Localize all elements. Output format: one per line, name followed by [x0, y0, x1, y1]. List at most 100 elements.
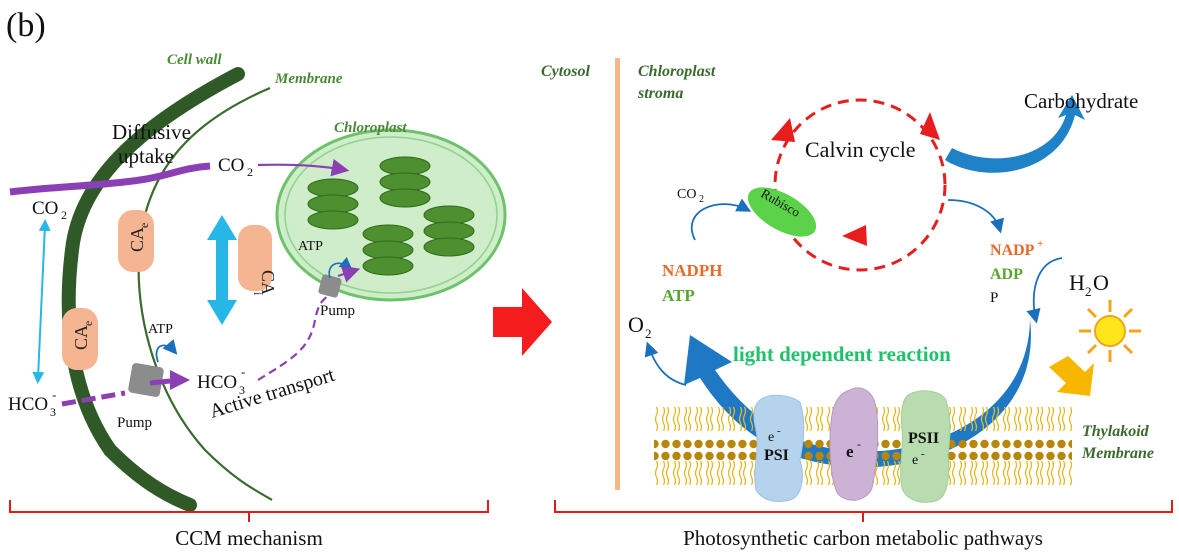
svg-text:-: -: [857, 437, 861, 451]
light-input-arrow: [1049, 356, 1094, 396]
ca-e-lower: CA e: [62, 308, 98, 370]
svg-text:e: e: [846, 442, 854, 461]
svg-text:O: O: [1093, 270, 1109, 295]
psii-complex: [900, 390, 951, 503]
adp-label: ADP: [990, 266, 1023, 283]
active-transport-path: [257, 295, 329, 381]
ccm-bracket: [9, 500, 489, 522]
hco3-pump-path: [149, 378, 171, 386]
psii-electron-label: e -: [912, 448, 925, 468]
svg-text:H: H: [1069, 270, 1085, 295]
psi-complex: [753, 394, 805, 503]
co2-outer-label: CO 2: [32, 198, 67, 222]
co2-hco3-equilibrium-arrow: [32, 219, 51, 384]
svg-text:3: 3: [239, 383, 245, 397]
co2-to-chloroplast-arrow: [257, 158, 350, 177]
ccm-bracket-label: CCM mechanism: [175, 526, 323, 550]
svg-text:HCO: HCO: [8, 394, 48, 415]
membrane-shape: [137, 86, 273, 501]
svg-text:e: e: [912, 453, 918, 468]
svg-text:2: 2: [247, 165, 253, 179]
ca-e-upper: CA e: [118, 210, 154, 272]
cell-wall-label: Cell wall: [167, 52, 222, 68]
chloroplast-pump-arrow: [337, 265, 361, 283]
svg-text:-: -: [241, 364, 245, 379]
svg-text:CA: CA: [71, 325, 91, 350]
light-reaction-label: light dependent reaction: [733, 342, 951, 366]
ca-i: CA i: [238, 225, 278, 296]
svg-text:-: -: [52, 387, 56, 402]
o2-label: O 2: [628, 312, 652, 341]
atp-label: ATP: [662, 286, 695, 305]
p-label: P: [990, 290, 998, 306]
svg-text:e: e: [81, 321, 95, 326]
membrane-pump: [128, 363, 164, 397]
thylakoid-label-2: Membrane: [1081, 445, 1154, 462]
membrane-pump-label: Pump: [117, 415, 152, 431]
svg-text:CO: CO: [32, 198, 58, 219]
diffusive-arrow: [9, 162, 211, 196]
svg-text:2: 2: [1085, 284, 1092, 299]
svg-text:-: -: [777, 425, 781, 437]
transition-arrow: [493, 288, 552, 356]
svg-text:O: O: [628, 312, 644, 337]
hco3-in-path: [61, 390, 126, 407]
svg-text:-: -: [921, 448, 925, 460]
hco3-arrowhead: [170, 370, 190, 390]
chloroplast-stroma-label-2: stroma: [637, 85, 683, 102]
o2-arrow: [644, 341, 687, 386]
svg-text:CO: CO: [218, 155, 244, 176]
cytosol-label: Cytosol: [541, 63, 590, 80]
chloroplast-atp-label: ATP: [298, 239, 323, 254]
psii-label: PSII: [908, 430, 939, 447]
sun-icon: [1079, 300, 1141, 362]
nadph-label: NADPH: [662, 261, 722, 280]
svg-text:2: 2: [645, 326, 652, 341]
svg-text:HCO: HCO: [197, 372, 237, 393]
svg-text:CO: CO: [677, 187, 696, 202]
calvin-cycle-label: Calvin cycle: [805, 137, 916, 162]
hco3-inner-label: HCO 3 -: [197, 364, 245, 397]
panel-label: (b): [6, 7, 46, 44]
pathways-bracket-label: Photosynthetic carbon metabolic pathways: [683, 526, 1043, 550]
svg-text:e: e: [768, 430, 774, 445]
chloroplast-inner: [284, 136, 498, 294]
calvin-arrowheads: [771, 112, 940, 246]
rubisco-enzyme: [747, 187, 817, 237]
nadp-label: NADP +: [990, 238, 1043, 259]
chloroplast-stroma-label-1: Chloroplast: [638, 63, 716, 80]
chloroplast-pump: [318, 274, 342, 298]
hco3-outer-label: HCO 3 -: [8, 387, 56, 419]
diffusive-label: Diffusive: [112, 120, 191, 144]
svg-text:3: 3: [50, 405, 56, 419]
membrane-label: Membrane: [274, 71, 343, 87]
membrane-atp-label: ATP: [148, 322, 173, 337]
membrane-atp-arrow: [155, 339, 178, 363]
h2o-label: H 2 O: [1069, 270, 1109, 299]
svg-text:CA: CA: [258, 270, 278, 295]
svg-text:2: 2: [699, 194, 704, 205]
uptake-label: uptake: [118, 144, 174, 168]
h2o-arrow: [1026, 257, 1063, 324]
chloroplast-pump-label: Pump: [320, 303, 355, 319]
svg-text:2: 2: [61, 208, 67, 222]
exchange-double-arrow: [207, 215, 237, 325]
svg-text:i: i: [251, 292, 265, 296]
pathways-bracket: [554, 500, 1173, 522]
psi-electron-label: e -: [768, 425, 781, 445]
co2-stroma-label: CO 2: [677, 187, 704, 205]
svg-text:+: +: [1037, 238, 1043, 250]
calvin-cycle-ring: [773, 98, 947, 272]
svg-text:e: e: [137, 223, 151, 228]
psi-label: PSI: [764, 447, 789, 464]
co2-to-rubisco-arrow: [690, 198, 752, 241]
carbohydrate-label: Carbohydrate: [1024, 89, 1138, 113]
svg-text:CA: CA: [127, 227, 147, 252]
thylakoid-label-1: Thylakoid: [1082, 423, 1150, 440]
co2-inner-label: CO 2: [218, 155, 253, 179]
svg-text:NADP: NADP: [990, 242, 1035, 259]
carrier-electron-label: e -: [846, 437, 861, 461]
electron-carrier-complex: [829, 387, 879, 501]
